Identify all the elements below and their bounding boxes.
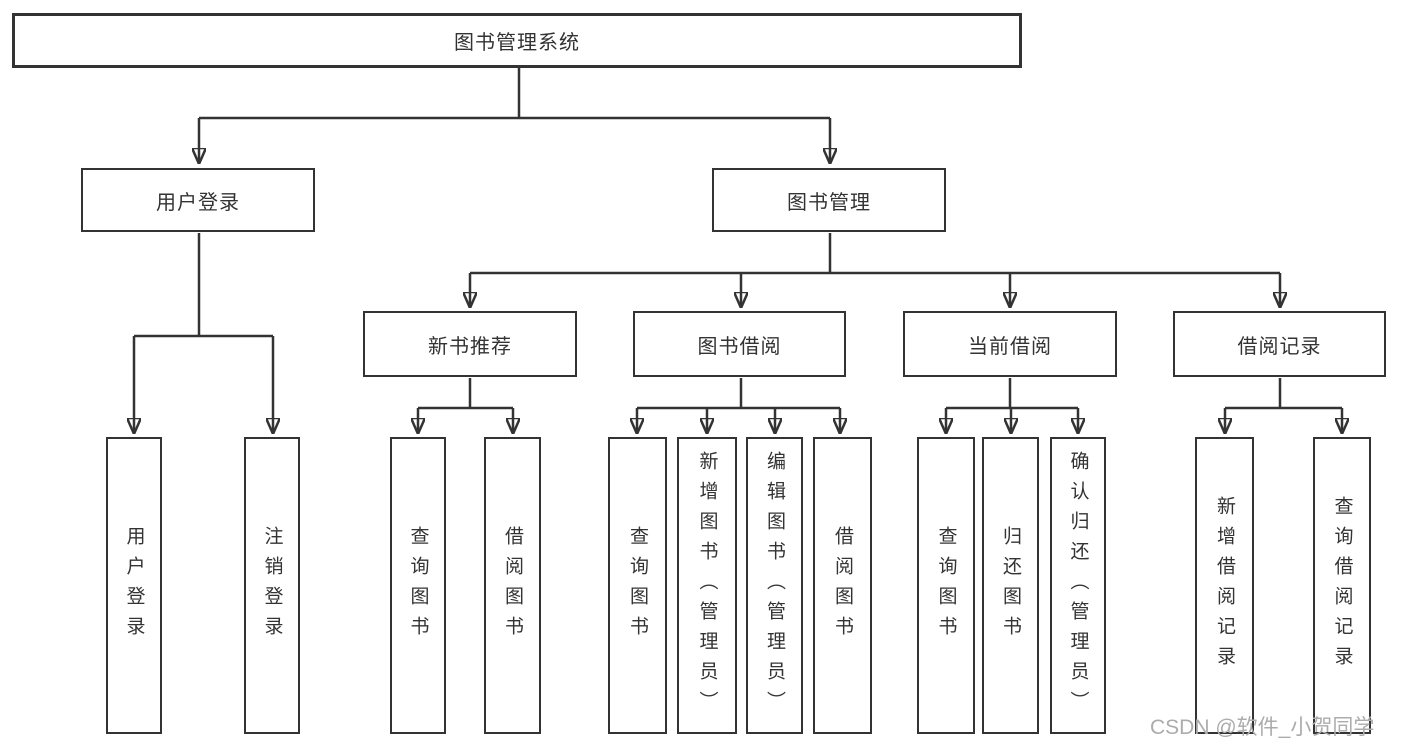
- node-leaf-query-books-3: 查询图书: [917, 437, 975, 734]
- node-borrowing-records: 借阅记录: [1173, 311, 1386, 377]
- node-leaf-confirm-return-admin: 确认归还（管理员）: [1050, 437, 1106, 734]
- edges-current-borrow-children: [946, 378, 1078, 434]
- edges-book-borrow-children: [637, 378, 840, 434]
- node-label: 图书管理: [787, 191, 871, 214]
- node-leaf-return-books: 归还图书: [982, 437, 1039, 734]
- node-leaf-add-books-admin: 新增图书（管理员）: [677, 437, 737, 734]
- node-leaf-borrow-books-1: 借阅图书: [484, 437, 541, 734]
- node-leaf-query-borrow-record: 查询借阅记录: [1313, 437, 1371, 734]
- edges-new-book-children: [418, 378, 513, 434]
- node-label: 新增图书（管理员）: [696, 450, 718, 721]
- node-label: 查询图书: [407, 525, 429, 646]
- node-label: 归还图书: [1000, 525, 1021, 646]
- node-label: 查询图书: [935, 525, 957, 646]
- edges-borrow-records-children: [1225, 378, 1342, 434]
- csdn-watermark: CSDN @软件_小贺同学: [1150, 716, 1375, 739]
- node-leaf-logout: 注销登录: [244, 437, 300, 734]
- node-label: 查询借阅记录: [1331, 495, 1353, 676]
- node-label: 确认归还（管理员）: [1067, 450, 1089, 721]
- node-label: 编辑图书（管理员）: [764, 450, 785, 721]
- node-label: 用户登录: [123, 525, 145, 646]
- node-label: 当前借阅: [968, 335, 1052, 358]
- node-label: 新增借阅记录: [1214, 495, 1235, 676]
- node-new-book-recommendation: 新书推荐: [363, 311, 577, 377]
- node-user-login: 用户登录: [81, 168, 315, 232]
- node-leaf-user-login: 用户登录: [106, 437, 162, 734]
- node-leaf-query-books-1: 查询图书: [390, 437, 446, 734]
- node-label: 借阅图书: [832, 525, 853, 646]
- node-library-management-system: 图书管理系统: [12, 13, 1022, 68]
- node-leaf-add-borrow-record: 新增借阅记录: [1195, 437, 1254, 734]
- node-current-borrowing: 当前借阅: [903, 311, 1117, 377]
- node-label: 借阅记录: [1237, 335, 1322, 358]
- node-label: 新书推荐: [428, 335, 512, 358]
- node-label: 图书管理系统: [454, 32, 580, 54]
- node-leaf-query-books-2: 查询图书: [608, 437, 667, 734]
- edges-user-login-children: [134, 233, 273, 434]
- node-book-borrowing: 图书借阅: [633, 311, 846, 377]
- edges-root-to-level2: [199, 68, 830, 164]
- node-label: 注销登录: [261, 525, 283, 646]
- node-leaf-borrow-books-2: 借阅图书: [813, 437, 872, 734]
- node-book-management: 图书管理: [712, 168, 946, 232]
- node-label: 图书借阅: [697, 335, 782, 358]
- node-label: 用户登录: [156, 191, 240, 214]
- edges-book-management-children: [470, 233, 1280, 308]
- node-label: 借阅图书: [502, 525, 523, 646]
- node-label: 查询图书: [627, 525, 648, 646]
- node-leaf-edit-books-admin: 编辑图书（管理员）: [746, 437, 803, 734]
